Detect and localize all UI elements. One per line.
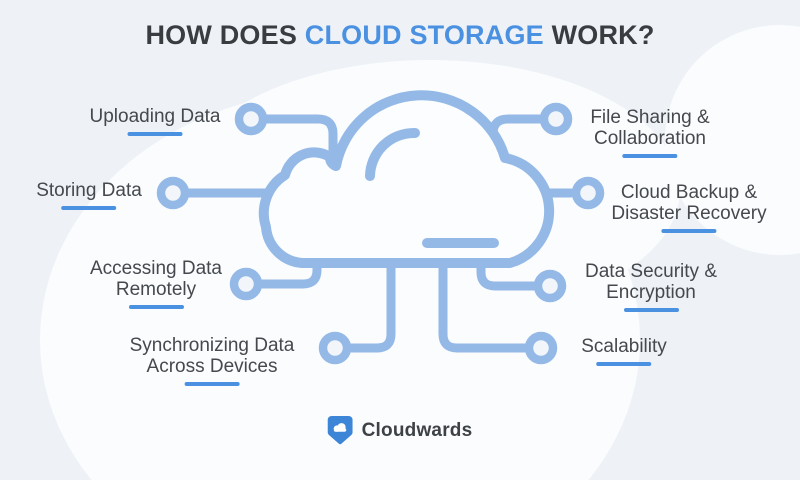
cloud-inner-arc: [365, 127, 420, 181]
connector-accessing: [257, 257, 322, 289]
label-underline: [128, 305, 184, 309]
node-file-sharing-icon: [539, 102, 573, 136]
label-text: Storing Data: [36, 180, 142, 201]
label-text: Disaster Recovery: [611, 203, 767, 224]
label-underline: [184, 382, 240, 386]
label-underline: [623, 308, 679, 312]
page-title: HOW DOES CLOUD STORAGE WORK?: [0, 20, 800, 51]
connector-scalability: [438, 257, 530, 353]
title-prefix: HOW DOES: [145, 20, 305, 50]
label-uploading-data: Uploading Data: [89, 106, 221, 136]
label-underline: [61, 206, 117, 210]
node-cloud-backup-icon: [571, 176, 605, 210]
shield-cloud-icon: [327, 416, 353, 445]
label-text: Across Devices: [146, 356, 278, 377]
label-text: File Sharing &: [590, 107, 710, 128]
label-scalability: Scalability: [581, 336, 667, 366]
label-text: Synchronizing Data: [129, 335, 295, 356]
label-synchronizing-data: Synchronizing Data Across Devices: [129, 335, 295, 386]
cloudwards-wordmark: Cloudwards: [361, 419, 473, 441]
label-text: Cloud Backup &: [620, 182, 758, 203]
connector-data-security: [476, 257, 539, 291]
title-suffix: WORK?: [543, 20, 655, 50]
label-text: Collaboration: [594, 128, 706, 149]
cloud-icon: [258, 90, 555, 268]
label-storing-data: Storing Data: [36, 180, 142, 210]
connector-synchronizing: [346, 257, 396, 353]
label-text: Data Security &: [585, 261, 717, 282]
label-text: Encryption: [606, 282, 696, 303]
label-file-sharing-collaboration: File Sharing & Collaboration: [590, 107, 710, 158]
node-scalability-icon: [524, 331, 558, 365]
title-highlight: CLOUD STORAGE: [304, 20, 544, 50]
node-synchronizing-icon: [318, 331, 352, 365]
connector-uploading: [262, 114, 338, 158]
label-data-security-encryption: Data Security & Encryption: [585, 261, 717, 312]
background-cloud-blob-right: [665, 25, 800, 255]
node-accessing-icon: [229, 267, 263, 301]
label-text: Remotely: [115, 279, 197, 300]
cloudwards-logo: Cloudwards: [327, 416, 473, 445]
label-text: Uploading Data: [89, 106, 221, 127]
label-underline: [596, 362, 652, 366]
label-text: Accessing Data: [89, 258, 223, 279]
label-underline: [622, 154, 678, 158]
node-data-security-icon: [533, 269, 567, 303]
label-text: Scalability: [581, 336, 667, 357]
node-uploading-icon: [234, 102, 268, 136]
label-underline: [661, 229, 717, 233]
label-accessing-data-remotely: Accessing Data Remotely: [90, 258, 222, 309]
label-cloud-backup-disaster-recovery: Cloud Backup & Disaster Recovery: [611, 182, 767, 233]
label-underline: [127, 132, 183, 136]
node-storing-icon: [156, 176, 190, 210]
